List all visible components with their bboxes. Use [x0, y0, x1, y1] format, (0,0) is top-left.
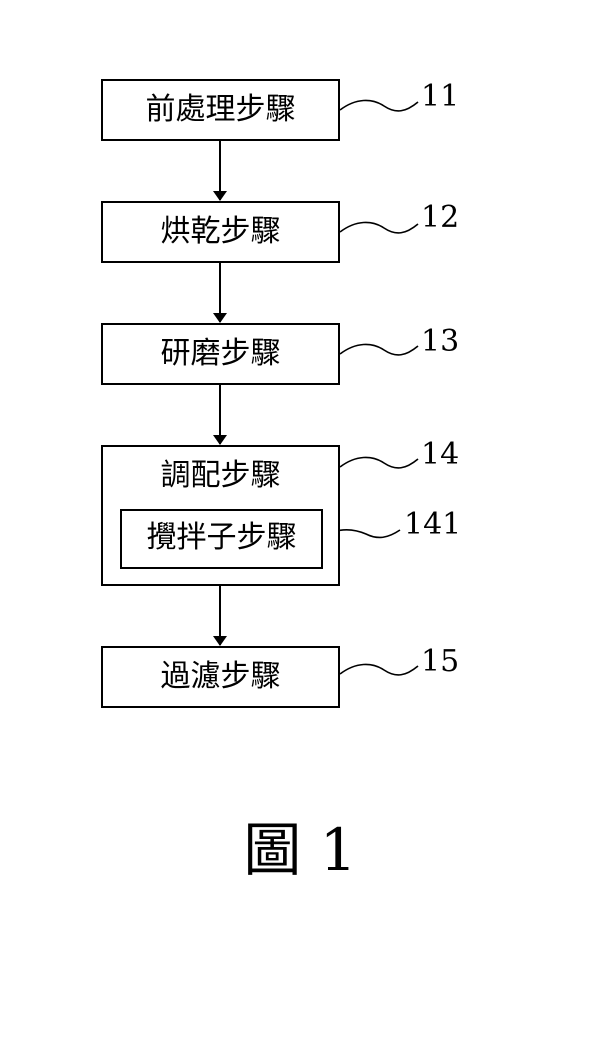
ref-numeral-13: 13: [421, 324, 460, 359]
leader-line-11: [339, 99, 419, 112]
grinding-step-box: 研磨步驟: [101, 323, 340, 385]
filtering-step-box: 過濾步驟: [101, 646, 340, 708]
drying-step-label: 烘乾步驟: [160, 214, 281, 249]
pretreatment-step-box: 前處理步驟: [101, 79, 340, 141]
pretreatment-step-label: 前處理步驟: [145, 92, 296, 127]
grinding-step-label: 研磨步驟: [160, 336, 281, 371]
leader-line-12: [339, 221, 419, 234]
stirring-substep-box: 攪拌子步驟: [120, 509, 323, 569]
ref-numeral-15: 15: [421, 644, 460, 679]
blending-step-label: 調配步驟: [160, 458, 281, 493]
drying-step-box: 烘乾步驟: [101, 201, 340, 263]
leader-line-15: [339, 663, 419, 676]
leader-line-13: [339, 343, 419, 356]
leader-line-14: [339, 456, 419, 469]
ref-numeral-14: 14: [421, 437, 460, 472]
filtering-step-label: 過濾步驟: [160, 659, 281, 694]
figure-caption: 圖 1: [243, 816, 357, 884]
stirring-substep-label: 攪拌子步驟: [146, 520, 297, 555]
blending-step-box: 調配步驟 攪拌子步驟: [101, 445, 340, 586]
ref-numeral-11: 11: [421, 79, 460, 114]
ref-numeral-141: 141: [404, 507, 462, 542]
ref-numeral-12: 12: [421, 200, 460, 235]
